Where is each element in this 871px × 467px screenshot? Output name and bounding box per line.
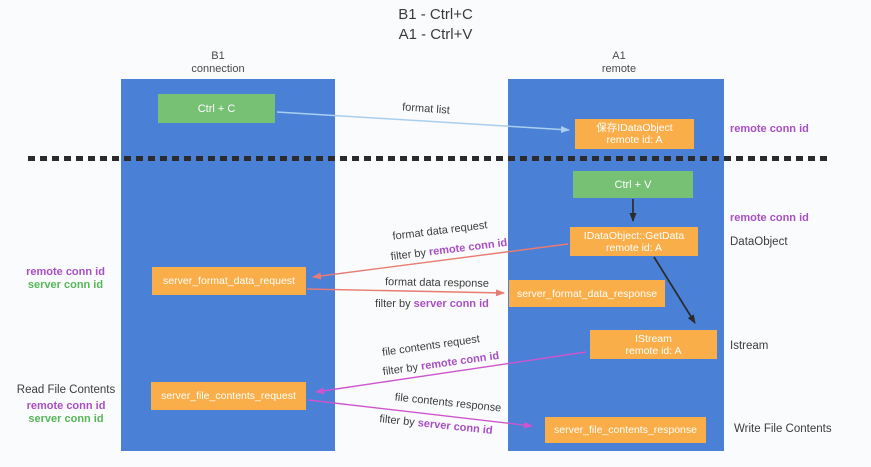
node-ctrl-v-label: Ctrl + V: [614, 178, 652, 191]
left-column-header: B1 connection: [191, 50, 244, 76]
right-dataobject-label: DataObject: [730, 236, 788, 248]
node-getdata-line2: remote id: A: [605, 241, 663, 254]
right-column-role: remote: [601, 63, 637, 75]
filter-key-remote-2: remote conn id: [420, 349, 500, 373]
node-file-request-label: server_file_contents_request: [161, 390, 296, 402]
node-server-file-contents-response: server_file_contents_response: [545, 417, 706, 443]
node-server-format-data-request: server_format_data_request: [152, 267, 306, 295]
label-filter-server-1: filter by server conn id: [375, 298, 489, 310]
left-column-name: B1: [211, 50, 225, 62]
label-format-data-request: format data request: [391, 219, 489, 243]
node-getdata-line1: IDataObject::GetData: [583, 229, 685, 242]
node-server-format-data-response: server_format_data_response: [509, 280, 665, 307]
node-ctrl-c-label: Ctrl + C: [197, 102, 236, 115]
node-format-response-label: server_format_data_response: [516, 287, 658, 300]
label-format-list: format list: [401, 101, 451, 117]
left-file-server-conn-id: server conn id: [28, 413, 104, 425]
label-file-contents-response: file contents response: [394, 391, 502, 415]
node-istream-line1: IStream: [635, 332, 672, 345]
left-file-remote-conn-id: remote conn id: [26, 400, 106, 412]
node-ctrl-v: Ctrl + V: [573, 171, 693, 198]
node-save-dataobject-line2: remote id: A: [606, 134, 663, 146]
node-istream: IStream remote id: A: [590, 330, 717, 359]
left-read-file-contents-label: Read File Contents: [16, 384, 116, 396]
right-remote-conn-id-top: remote conn id: [730, 123, 809, 135]
filter-prefix-3: filter by: [382, 360, 422, 379]
right-remote-conn-id-mid: remote conn id: [730, 212, 809, 224]
right-column-name: A1: [612, 50, 626, 62]
node-save-dataobject-line1: 保存IDataObject: [596, 122, 673, 134]
node-server-file-contents-request: server_file_contents_request: [151, 382, 306, 410]
label-format-data-response: format data response: [384, 276, 490, 290]
title-line-b1: B1 - Ctrl+C: [398, 6, 473, 23]
node-file-response-label: server_file_contents_response: [553, 424, 697, 436]
title-line-a1: A1 - Ctrl+V: [398, 26, 473, 43]
diagram-title: B1 - Ctrl+C A1 - Ctrl+V: [0, 5, 871, 45]
node-idataobject-getdata: IDataObject::GetData remote id: A: [570, 227, 698, 256]
node-istream-line2: remote id: A: [625, 344, 682, 357]
left-column-role: connection: [191, 63, 245, 75]
filter-prefix-4: filter by: [378, 413, 419, 430]
left-format-remote-conn-id: remote conn id: [26, 266, 105, 278]
filter-prefix-1: filter by: [390, 246, 430, 264]
label-filter-server-2: filter by server conn id: [379, 413, 493, 437]
left-file-conn-ids: Read File Contents remote conn id server…: [14, 384, 118, 426]
phase-separator-dashed-line: [28, 156, 831, 161]
right-write-file-contents-label: Write File Contents: [734, 423, 832, 435]
filter-prefix-2: filter by: [375, 298, 414, 310]
left-format-conn-ids: remote conn id server conn id: [18, 266, 113, 292]
right-column-header: A1 remote: [602, 50, 636, 76]
filter-key-server-1: server conn id: [413, 298, 489, 310]
node-ctrl-c: Ctrl + C: [158, 94, 275, 123]
right-istream-label: Istream: [730, 340, 769, 352]
node-format-request-label: server_format_data_request: [163, 275, 295, 287]
left-format-server-conn-id: server conn id: [27, 279, 104, 291]
filter-key-remote-1: remote conn id: [428, 236, 508, 259]
filter-key-server-2: server conn id: [417, 417, 494, 437]
node-save-dataobject: 保存IDataObject remote id: A: [575, 119, 694, 149]
